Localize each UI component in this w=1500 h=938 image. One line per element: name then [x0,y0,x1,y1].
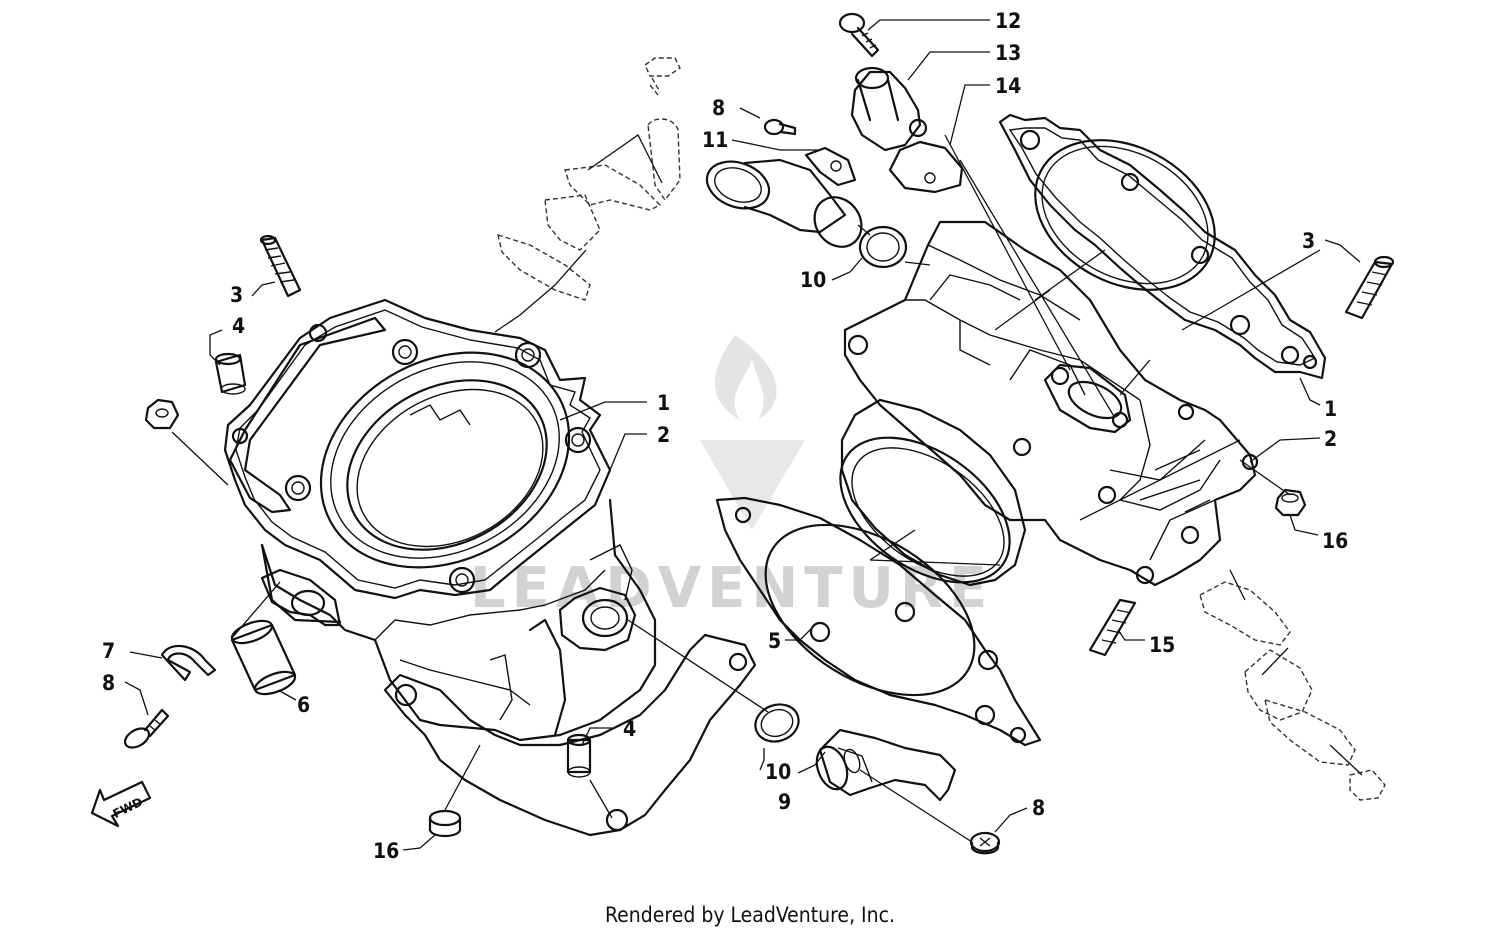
callout-9: 9 [778,790,791,814]
callout-6: 6 [297,693,310,717]
stud-15 [1088,598,1137,657]
coolant-elbow-9 [815,728,957,802]
flange-nut-bottom-left [428,809,462,838]
cylinder-skirt-right [839,398,1027,587]
callout-14: 14 [995,74,1021,98]
screw-8-left [123,708,170,749]
screw-12 [838,12,880,58]
callout-15: 15 [1149,633,1175,657]
callout-13: 13 [995,41,1021,65]
callout-5: 5 [768,629,781,653]
flange-nut-upper-left [144,398,180,430]
callout-7: 7 [102,639,115,663]
callout-2-right: 2 [1324,427,1337,451]
thermostat-gasket-14 [888,140,964,194]
callout-12: 12 [995,9,1021,33]
callout-10-upper: 10 [800,268,826,292]
stud-right [1344,255,1395,320]
callout-10-lower: 10 [765,760,791,784]
screw-8-top [763,118,797,136]
cylinder-body-right [843,220,1259,587]
thermostat-boss-right [1043,363,1132,434]
callout-2-left: 2 [657,423,670,447]
leaders-left [124,134,663,851]
callout-8-center: 8 [1032,796,1045,820]
coolant-elbow-11 [705,146,863,248]
fwd-label: FWD [111,795,145,821]
right-assembly [705,12,1395,801]
footer-credit: Rendered by LeadVenture, Inc. [605,903,895,927]
cam-chain-tensioner-right [1199,581,1386,801]
callout-8-left: 8 [102,671,115,695]
base-gasket-left [383,633,757,837]
head-gasket-right [998,113,1327,380]
dowel-pin-lower-left [566,733,592,778]
center-parts [627,496,1042,855]
callout-8-top: 8 [712,96,725,120]
left-assembly: FWD [90,57,757,851]
callout-16-left: 16 [373,839,399,863]
leaders-right [731,19,1363,776]
flange-nut-right [1274,488,1307,517]
dowel-pin-upper-left [214,352,247,395]
cylinder-bore-left [319,351,571,569]
callout-labels: 1 2 3 4 4 6 7 8 16 5 10 9 8 12 13 14 8 1… [102,9,1348,863]
callout-4-upper-left: 4 [232,314,245,338]
callout-4-lower-left: 4 [623,717,636,741]
forward-arrow: FWD [90,780,152,828]
thermostat-housing-13 [850,66,928,152]
callout-11: 11 [702,128,728,152]
callout-1-right: 1 [1324,397,1337,421]
cam-chain-tensioner-left [497,57,681,301]
o-ring-10-upper [858,225,908,269]
callout-3-right: 3 [1302,229,1315,253]
stud-left [259,234,302,298]
callout-1-left: 1 [657,391,670,415]
screw-8-center [969,831,1001,855]
head-gasket-left [223,298,612,600]
coolant-boss-left [558,586,637,652]
callout-16-right: 16 [1322,529,1348,553]
o-ring-10-lower [754,703,800,743]
base-gasket-5 [715,496,1042,747]
clamp-7 [160,644,217,682]
gasket-bolt-holes-left [231,323,592,594]
cylinder-body-left [260,498,657,742]
callout-3-left: 3 [230,283,243,307]
leaders-center [627,619,1028,843]
sleeve-6 [230,619,297,696]
